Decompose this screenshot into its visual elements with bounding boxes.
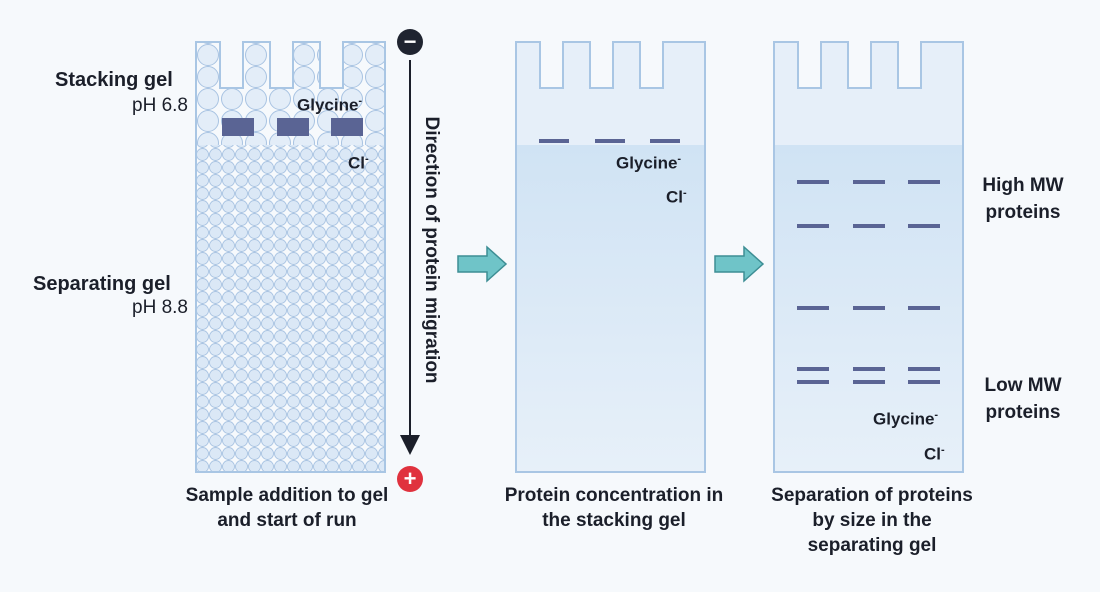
separated-band xyxy=(797,180,829,184)
separating-gel-region xyxy=(196,145,385,472)
step-arrow-2 xyxy=(714,245,765,283)
gel-outline xyxy=(195,41,386,473)
stacked-band xyxy=(650,139,680,143)
stacking-gel-region xyxy=(516,42,705,145)
separated-band xyxy=(797,306,829,310)
migration-direction-label: Direction of protein migration xyxy=(421,116,442,384)
separated-band xyxy=(853,180,885,184)
separating-gel-region xyxy=(516,145,705,472)
gel-panel-2 xyxy=(515,41,706,473)
stacking-gel-region xyxy=(774,42,963,145)
glycine-ion-label: Glycine- xyxy=(616,153,682,173)
sample-band xyxy=(222,118,254,136)
gel-panel-3 xyxy=(773,41,964,473)
separated-band xyxy=(908,380,940,384)
chloride-ion-label: Cl- xyxy=(666,187,687,207)
glycine-ion-label: Glycine- xyxy=(297,95,363,115)
glycine-ion-label: Glycine- xyxy=(873,409,939,429)
positive-electrode-icon: + xyxy=(397,466,423,492)
caption-panel-2: Protein concentration in the stacking ge… xyxy=(504,485,724,531)
stacking-gel-label: Stacking gel xyxy=(55,69,173,91)
stacking-ph-label: pH 6.8 xyxy=(132,95,188,116)
stacked-band xyxy=(595,139,625,143)
sample-band xyxy=(277,118,309,136)
separated-band xyxy=(797,367,829,371)
separating-gel-label: Separating gel xyxy=(33,273,171,295)
negative-electrode-icon: − xyxy=(397,29,423,55)
stacked-band xyxy=(539,139,569,143)
separated-band xyxy=(908,224,940,228)
caption-panel-3: Separation of proteins by size in the se… xyxy=(771,485,973,556)
separated-band xyxy=(797,224,829,228)
separated-band xyxy=(908,180,940,184)
separated-band xyxy=(797,380,829,384)
step-arrow-1 xyxy=(457,245,508,283)
separated-band xyxy=(853,380,885,384)
separated-band xyxy=(908,367,940,371)
separated-band xyxy=(853,306,885,310)
chloride-ion-label: Cl- xyxy=(924,444,945,464)
separated-band xyxy=(853,367,885,371)
gel-panel-1 xyxy=(195,41,386,473)
separated-band xyxy=(853,224,885,228)
sample-band xyxy=(331,118,363,136)
chloride-ion-label: Cl- xyxy=(348,153,369,173)
separating-ph-label: pH 8.8 xyxy=(132,297,188,318)
separated-band xyxy=(908,306,940,310)
caption-panel-1: Sample addition to gel and start of run xyxy=(185,485,389,531)
gel-outline xyxy=(773,41,964,473)
gel-outline xyxy=(515,41,706,473)
